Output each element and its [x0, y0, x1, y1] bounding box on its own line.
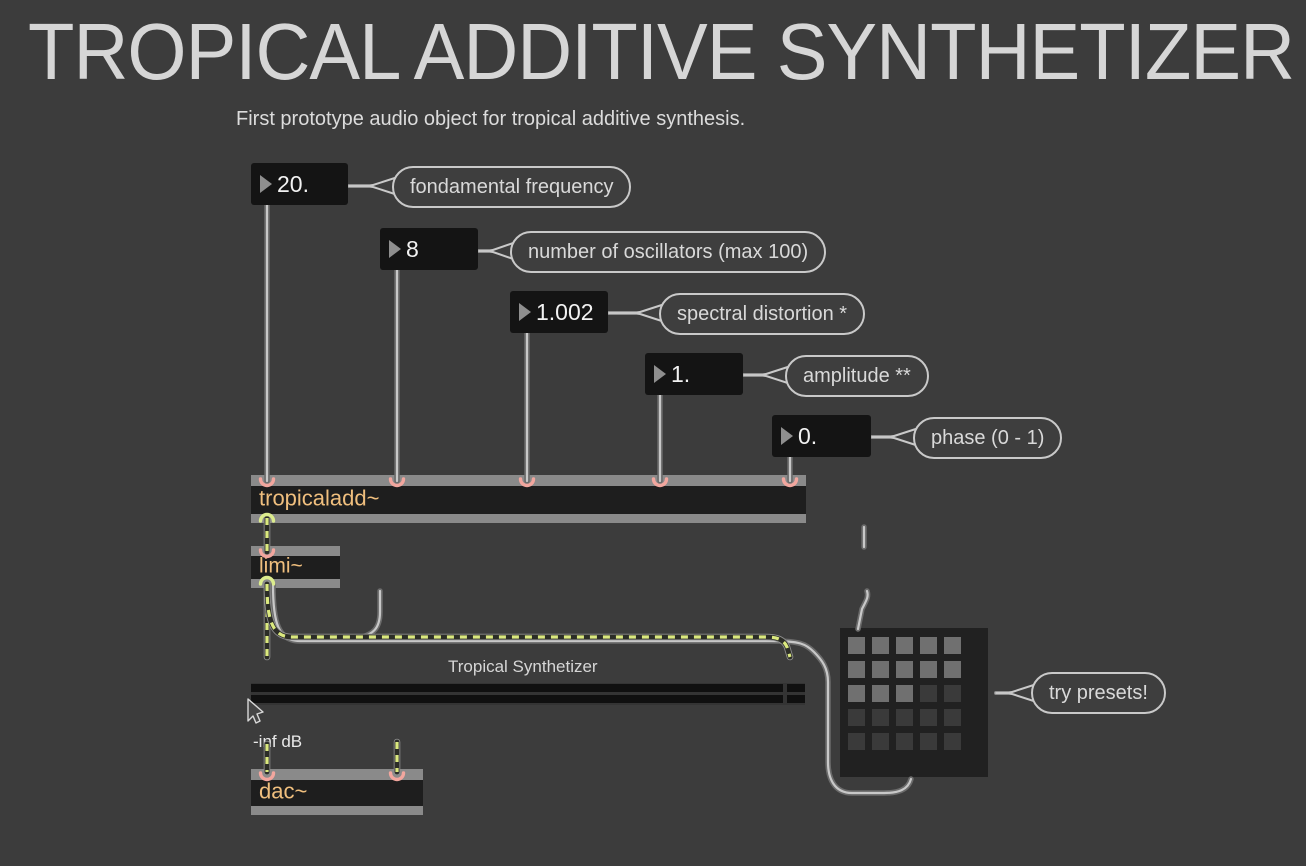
signal-cord-limi-to-gain-right	[263, 580, 794, 661]
number-box-value: 1.	[671, 360, 691, 387]
patch-title: TROPICAL ADDITIVE SYNTHETIZER	[28, 7, 1295, 96]
preset-cell-0-1[interactable]	[872, 637, 889, 654]
number-box-phase[interactable]: 0.	[772, 415, 871, 457]
number-box-value: 8	[406, 235, 419, 262]
preset-cell-4-0[interactable]	[848, 733, 865, 750]
outlet-bar	[251, 579, 340, 588]
preset-cell-4-4[interactable]	[944, 733, 961, 750]
bubble-comment-amplitude: amplitude **	[785, 355, 929, 397]
preset-cell-1-3[interactable]	[920, 661, 937, 678]
preset-cell-1-0[interactable]	[848, 661, 865, 678]
number-box-fundamental-frequency[interactable]: 20.	[251, 163, 348, 205]
preset-grid[interactable]	[840, 628, 988, 777]
preset-cell-2-4[interactable]	[944, 685, 961, 702]
patch-cord-stub	[349, 588, 383, 642]
bubble-comment-phase: phase (0 - 1)	[913, 417, 1063, 459]
bubble-comment-try-presets: try presets!	[1031, 672, 1166, 714]
object-label: tropicaladd~	[259, 485, 380, 511]
number-box-spectral-distortion[interactable]: 1.002	[510, 291, 608, 333]
bubble-comment-fundamental-frequency: fondamental frequency	[392, 166, 632, 208]
triangle-right-icon	[781, 427, 793, 445]
bubble-comment-spectral-distortion: spectral distortion *	[659, 293, 866, 335]
triangle-right-icon	[519, 303, 531, 321]
preset-cells	[848, 637, 961, 750]
gain-meter-bar	[251, 684, 783, 692]
inlet-bar	[251, 475, 806, 486]
triangle-right-icon	[389, 240, 401, 258]
preset-cell-0-3[interactable]	[920, 637, 937, 654]
number-box-value: 1.002	[536, 298, 594, 325]
gain-value-label: -inf dB	[253, 732, 303, 751]
patch-subtitle: First prototype audio object for tropica…	[236, 108, 746, 130]
number-box-oscillator-count[interactable]: 8	[380, 228, 478, 270]
preset-cell-3-0[interactable]	[848, 709, 865, 726]
outlet-bar	[251, 514, 806, 523]
preset-cell-3-4[interactable]	[944, 709, 961, 726]
object-label: limi~	[259, 554, 303, 578]
preset-cell-2-3[interactable]	[920, 685, 937, 702]
preset-cell-2-2[interactable]	[896, 685, 913, 702]
preset-cell-2-0[interactable]	[848, 685, 865, 702]
gain-meter-bar	[251, 695, 783, 703]
preset-cell-2-1[interactable]	[872, 685, 889, 702]
triangle-right-icon	[260, 175, 272, 193]
number-box-value: 0.	[798, 422, 818, 449]
preset-cell-0-2[interactable]	[896, 637, 913, 654]
preset-cell-3-1[interactable]	[872, 709, 889, 726]
preset-cell-3-3[interactable]	[920, 709, 937, 726]
gain-slider-label: Tropical Synthetizer	[448, 657, 598, 676]
gain-meter-bar	[787, 695, 805, 703]
preset-cell-1-1[interactable]	[872, 661, 889, 678]
object-box-limi: limi~	[251, 546, 340, 588]
number-box-value: 20.	[277, 170, 309, 197]
inlet-rings	[258, 477, 799, 782]
object-label: dac~	[259, 778, 308, 804]
inlet-bar	[251, 546, 340, 556]
preset-cell-0-4[interactable]	[944, 637, 961, 654]
object-box-dac: dac~	[251, 769, 423, 815]
triangle-right-icon	[654, 365, 666, 383]
number-box-amplitude[interactable]: 1.	[645, 353, 743, 395]
preset-cell-4-2[interactable]	[896, 733, 913, 750]
preset-cell-3-2[interactable]	[896, 709, 913, 726]
preset-cell-4-1[interactable]	[872, 733, 889, 750]
preset-cell-0-0[interactable]	[848, 637, 865, 654]
preset-cell-1-4[interactable]	[944, 661, 961, 678]
object-box-tropicaladd: tropicaladd~	[251, 475, 806, 523]
preset-cell-1-2[interactable]	[896, 661, 913, 678]
bubble-comment-oscillator-count: number of oscillators (max 100)	[510, 231, 827, 273]
gain-slider[interactable]	[251, 683, 805, 705]
outlet-bar	[251, 806, 423, 815]
preset-cell-4-3[interactable]	[920, 733, 937, 750]
patch-cord-preset-inlet	[855, 588, 871, 632]
gain-meter-bar	[787, 684, 805, 692]
